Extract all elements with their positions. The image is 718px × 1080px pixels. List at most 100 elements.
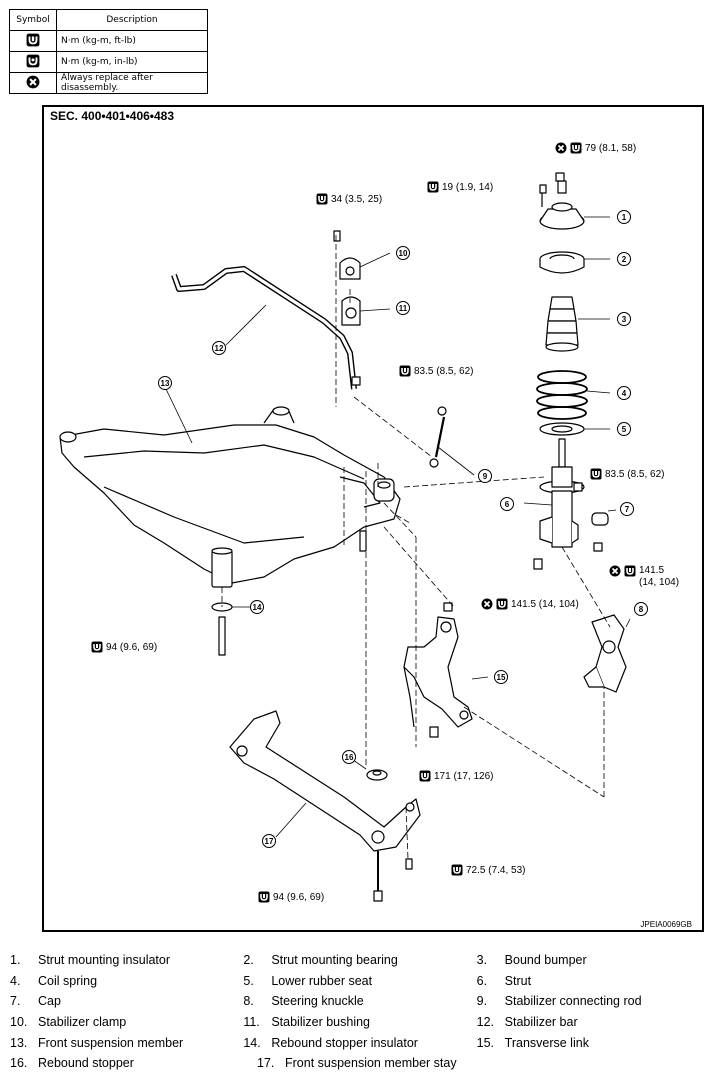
torque-79-text: 79 (8.1, 58) xyxy=(585,142,637,154)
part-number: 3. xyxy=(476,953,488,968)
legend-header-symbol: Symbol xyxy=(9,9,57,31)
torque-callout-141-5-b: 141.5 (14, 104) xyxy=(481,598,579,610)
torque-callout-19: 19 (1.9, 14) xyxy=(427,181,493,193)
part-number: 13. xyxy=(10,1035,28,1050)
list-item: 17.Front suspension member stay xyxy=(257,1056,504,1070)
torque-ft-lb-icon xyxy=(316,193,328,205)
part-name: Stabilizer bushing xyxy=(271,1015,370,1030)
nut-141-5-b xyxy=(443,602,453,612)
figure-code: JPEIA0069GB xyxy=(640,920,692,929)
strut-mounting-bearing-drawing xyxy=(539,251,585,274)
torque-callout-171: 171 (17, 126) xyxy=(419,770,494,782)
callout-12: 12 xyxy=(212,341,226,355)
legend-replace-text: Always replace after disassembly. xyxy=(56,72,208,94)
list-item: 1. Strut mounting insulator xyxy=(10,953,243,967)
part-name: Strut mounting insulator xyxy=(38,953,171,968)
list-item: 16. Rebound stopper xyxy=(10,1056,257,1070)
torque-callout-141-5-a: 141.5 (14, 104) xyxy=(609,565,679,589)
torque-141-5-a-line2: (14, 104) xyxy=(639,577,680,588)
list-item: 13. Front suspension member xyxy=(10,1036,243,1050)
torque-171-text: 171 (17, 126) xyxy=(434,770,494,782)
rebound-stopper-drawing xyxy=(366,769,388,781)
bolt-72-5 xyxy=(405,858,413,870)
steering-knuckle-drawing xyxy=(583,614,627,693)
callout-4: 4 xyxy=(617,386,631,400)
part-number: 15. xyxy=(476,1035,495,1050)
list-item: 11. Stabilizer bushing xyxy=(243,1015,476,1029)
bolt-member xyxy=(359,530,367,552)
list-item: 9. Stabilizer connecting rod xyxy=(477,994,710,1008)
always-replace-icon xyxy=(481,598,493,610)
callout-11: 11 xyxy=(396,301,410,315)
torque-83-5-a-text: 83.5 (8.5, 62) xyxy=(414,365,474,377)
stabilizer-clamp-drawing xyxy=(339,257,361,280)
callout-3: 3 xyxy=(617,312,631,326)
torque-ft-lb-icon xyxy=(399,365,411,377)
part-name: Bound bumper xyxy=(504,953,587,968)
part-number: 9. xyxy=(476,994,488,1009)
callout-6: 6 xyxy=(500,497,514,511)
part-name: Cap xyxy=(38,994,61,1009)
part-number: 11. xyxy=(243,1015,260,1030)
part-name: Coil spring xyxy=(38,973,98,988)
torque-ft-lb-icon xyxy=(590,468,602,480)
nut-83-5-b xyxy=(573,482,583,492)
legend-ft-lb-text: N·m (kg-m, ft-lb) xyxy=(56,30,208,52)
parts-list: 1.Strut mounting insulator 2.Strut mount… xyxy=(10,950,710,1074)
legend-header-description: Description xyxy=(56,9,208,31)
callout-7: 7 xyxy=(620,502,634,516)
diagram-frame xyxy=(42,105,704,932)
torque-83-5-b-text: 83.5 (8.5, 62) xyxy=(605,468,665,480)
torque-callout-83-5-a: 83.5 (8.5, 62) xyxy=(399,365,473,377)
strut-drawing xyxy=(539,438,585,548)
parts-row: 7. Cap 8.Steering knuckle 9. Stabilizer co… xyxy=(10,991,710,1012)
callout-16: 16 xyxy=(342,750,356,764)
cap-drawing xyxy=(591,512,609,526)
part-number: 7. xyxy=(10,994,21,1009)
torque-ft-lb-icon xyxy=(258,891,270,903)
bolt-34 xyxy=(333,230,341,242)
always-replace-icon xyxy=(609,565,621,577)
callout-8: 8 xyxy=(634,602,648,616)
part-name: Stabilizer bar xyxy=(504,1015,578,1030)
suspension-exploded-view xyxy=(59,172,631,902)
part-number: 16. xyxy=(10,1056,28,1071)
list-item: 3. Bound bumper xyxy=(477,953,710,967)
transverse-link-drawing xyxy=(403,616,473,728)
part-name: Rebound stopper xyxy=(38,1056,134,1071)
part-number: 10. xyxy=(10,1015,28,1030)
torque-ft-lb-icon xyxy=(496,598,508,610)
torque-callout-94-a: 94 (9.6, 69) xyxy=(91,641,157,653)
torque-ft-lb-icon xyxy=(91,641,103,653)
torque-ft-lb-icon xyxy=(570,142,582,154)
torque-72-5-text: 72.5 (7.4, 53) xyxy=(466,864,526,876)
part-number: 1. xyxy=(10,953,21,968)
part-name: Strut xyxy=(504,973,532,988)
always-replace-icon xyxy=(555,142,567,154)
torque-19-text: 19 (1.9, 14) xyxy=(442,181,494,193)
symbol-legend-table: Symbol Description N·m (kg-m, ft-lb) N·m… xyxy=(9,9,208,94)
bound-bumper-drawing xyxy=(545,296,579,352)
list-item: 6. Strut xyxy=(477,974,710,988)
torque-ft-lb-icon xyxy=(427,181,439,193)
callout-1: 1 xyxy=(617,210,631,224)
part-name: Front suspension member xyxy=(38,1035,184,1050)
parts-row: 1.Strut mounting insulator 2.Strut mount… xyxy=(10,950,710,971)
list-item: 8.Steering knuckle xyxy=(243,994,476,1008)
part-name: Steering knuckle xyxy=(271,994,364,1009)
bolt-19 xyxy=(539,184,547,194)
legend-in-lb-text: N·m (kg-m, in-lb) xyxy=(56,51,208,73)
torque-94-a-text: 94 (9.6, 69) xyxy=(106,641,158,653)
torque-callout-94-b: 94 (9.6, 69) xyxy=(258,891,324,903)
callout-5: 5 xyxy=(617,422,631,436)
list-item: 12.Stabilizer bar xyxy=(477,1015,710,1029)
nut-79 xyxy=(555,172,565,182)
part-name: Stabilizer connecting rod xyxy=(504,994,642,1009)
list-item: 10.Stabilizer clamp xyxy=(10,1015,243,1029)
part-number: 6. xyxy=(476,973,488,988)
stabilizer-bushing-drawing xyxy=(341,296,361,326)
torque-ft-lb-icon xyxy=(9,30,57,52)
callout-2: 2 xyxy=(617,252,631,266)
front-suspension-member-stay-drawing xyxy=(229,710,421,897)
list-item: 15.Transverse link xyxy=(477,1036,710,1050)
